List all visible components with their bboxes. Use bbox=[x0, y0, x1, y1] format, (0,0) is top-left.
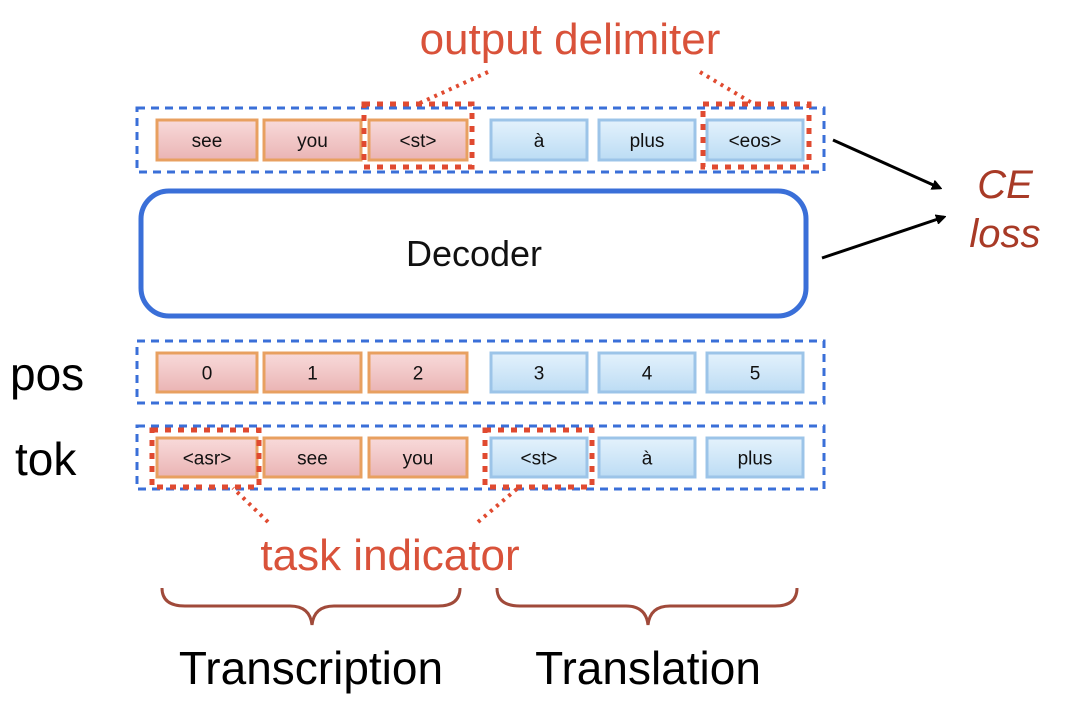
arrow-decoder-to-loss bbox=[821, 217, 944, 260]
output-token-label: you bbox=[297, 131, 328, 152]
pos-token-box bbox=[367, 351, 469, 394]
pos-token-box bbox=[705, 351, 805, 394]
transcription-brace bbox=[160, 587, 462, 626]
pos-label: pos bbox=[10, 348, 84, 400]
tok-token-box bbox=[489, 436, 589, 479]
pos-token-box bbox=[489, 351, 589, 394]
output-token-box bbox=[705, 118, 805, 162]
output-token-box bbox=[367, 118, 469, 162]
tok-token-label: see bbox=[297, 449, 328, 470]
tok-label: tok bbox=[15, 433, 77, 485]
task-pointer-st bbox=[476, 486, 520, 524]
tok-token-label: à bbox=[642, 449, 653, 470]
output-group bbox=[135, 106, 826, 174]
output-token-label: see bbox=[192, 131, 223, 152]
translation-label: Translation bbox=[535, 642, 761, 694]
output-delimiter-label: output delimiter bbox=[420, 15, 721, 64]
output-token-label: plus bbox=[630, 131, 665, 152]
tok-token-label: plus bbox=[738, 449, 773, 470]
tok-token-box bbox=[155, 436, 259, 479]
transcription-label: Transcription bbox=[179, 642, 443, 694]
tok-token-box bbox=[597, 436, 697, 479]
output-token-label: à bbox=[534, 131, 545, 152]
pos-token-label: 1 bbox=[307, 364, 318, 385]
tok-token-label: you bbox=[403, 449, 434, 470]
pos-token-box bbox=[155, 351, 259, 394]
output-token-box bbox=[155, 118, 259, 162]
pos-group bbox=[135, 339, 826, 405]
arrow-output-to-loss bbox=[832, 138, 940, 188]
pos-token-label: 4 bbox=[642, 364, 653, 385]
decoder-label: Decoder bbox=[406, 233, 542, 274]
highlight-output-eos bbox=[700, 101, 812, 170]
pos-token-box bbox=[262, 351, 363, 394]
pos-token-label: 3 bbox=[534, 364, 545, 385]
pos-token-label: 0 bbox=[202, 364, 213, 385]
ce-label: CE bbox=[977, 163, 1034, 207]
output-token-label: <eos> bbox=[729, 131, 782, 152]
highlight-tok-st bbox=[482, 427, 595, 490]
task-pointer-asr bbox=[231, 486, 270, 524]
decoder-block bbox=[138, 188, 809, 319]
tok-token-box bbox=[705, 436, 805, 479]
task-indicator-label: task indicator bbox=[260, 531, 519, 580]
output-token-label: <st> bbox=[400, 131, 437, 152]
delimiter-pointer-eos bbox=[698, 70, 754, 105]
loss-label: loss bbox=[969, 212, 1040, 256]
translation-brace bbox=[495, 587, 799, 626]
delimiter-pointer-st bbox=[419, 70, 489, 105]
highlight-tok-asr bbox=[149, 427, 262, 490]
tok-token-label: <asr> bbox=[183, 449, 232, 470]
pos-token-label: 2 bbox=[413, 364, 424, 385]
pos-token-label: 5 bbox=[750, 364, 761, 385]
tok-token-box bbox=[367, 436, 469, 479]
tok-token-label: <st> bbox=[521, 449, 558, 470]
output-token-box bbox=[489, 118, 589, 162]
pos-token-box bbox=[597, 351, 697, 394]
highlight-output-st bbox=[361, 101, 475, 170]
tok-group bbox=[135, 424, 826, 491]
output-token-box bbox=[597, 118, 697, 162]
tok-token-box bbox=[262, 436, 363, 479]
output-token-box bbox=[262, 118, 363, 162]
